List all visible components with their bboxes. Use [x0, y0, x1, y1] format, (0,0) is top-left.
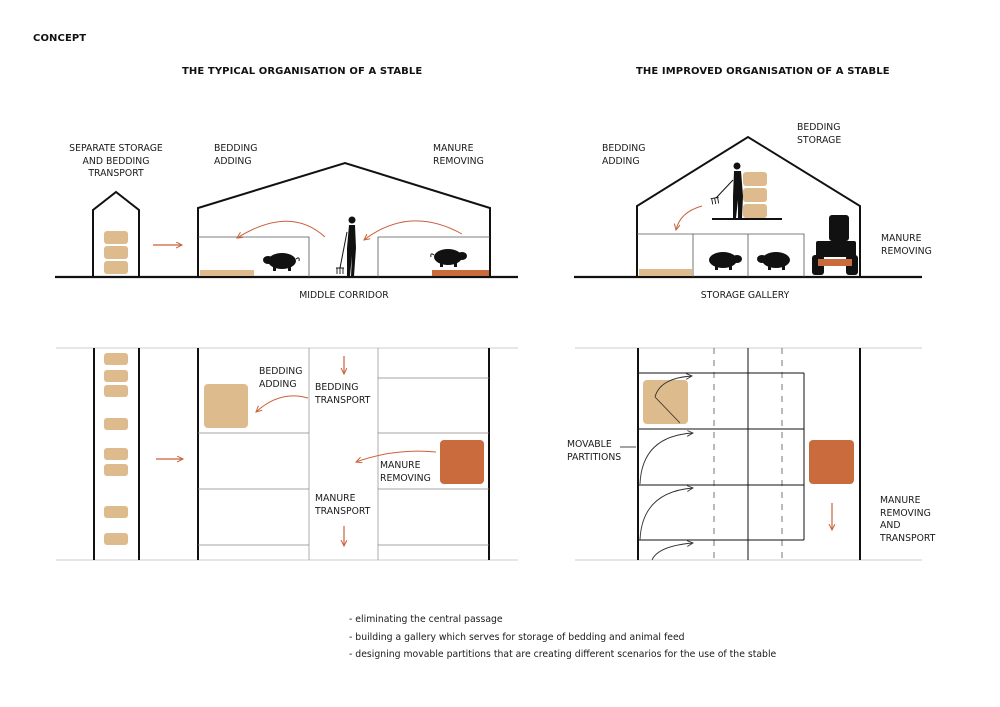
label-manure-removing-transport: MANURE REMOVING AND TRANSPORT [880, 495, 936, 544]
bedding-strip [200, 270, 254, 276]
manure-strip [432, 270, 489, 276]
improved-plan [575, 347, 922, 561]
typical-section [55, 161, 518, 279]
label-bedding-adding: BEDDING ADDING [214, 143, 258, 167]
manure-square [809, 440, 854, 484]
stable-outline [197, 161, 491, 277]
manure-removing-arrow [364, 220, 463, 240]
manure-removing-arrow [356, 450, 437, 462]
tractor-icon [812, 215, 858, 275]
concept-notes: - eliminating the central passage - buil… [349, 611, 776, 664]
farmer-icon [710, 162, 743, 218]
note-item: - designing movable partitions that are … [349, 649, 777, 660]
label-manure-removing: MANURE REMOVING [881, 233, 932, 257]
label-bedding-storage: BEDDING STORAGE [797, 122, 842, 146]
bale-stack [743, 172, 767, 218]
typical-plan [56, 347, 518, 561]
bedding-adding-arrow [256, 395, 309, 412]
typical-heading: THE TYPICAL ORGANISATION OF A STABLE [182, 66, 423, 77]
bedding-drop-arrow [676, 205, 703, 230]
bale-stack [104, 231, 128, 274]
note-item: - eliminating the central passage [349, 614, 503, 625]
pig-icon [430, 249, 467, 267]
pig-icon [709, 252, 742, 270]
page-title: CONCEPT [33, 33, 87, 44]
label-bedding-adding: BEDDING ADDING [259, 366, 303, 390]
label-manure-transport: MANURE TRANSPORT [315, 493, 371, 517]
bedding-square [643, 380, 688, 424]
caption-storage-gallery: STORAGE GALLERY [700, 290, 790, 301]
bedding-adding-arrow [237, 220, 326, 238]
label-manure-removing: MANURE REMOVING [380, 460, 431, 484]
stall-lines [198, 236, 490, 277]
improved-section [574, 135, 922, 279]
label-separate-storage: SEPARATE STORAGE AND BEDDING TRANSPORT [69, 143, 163, 179]
label-bedding-transport: BEDDING TRANSPORT [315, 382, 371, 406]
label-manure-removing: MANURE REMOVING [433, 143, 484, 167]
stall-lines [637, 233, 805, 277]
pig-icon [263, 253, 300, 271]
storage-building [92, 190, 140, 277]
bedding-square [204, 384, 248, 428]
farmer-icon [336, 216, 356, 276]
label-bedding-adding: BEDDING ADDING [602, 143, 646, 167]
manure-square [440, 440, 484, 484]
bedding-strip [639, 269, 692, 276]
movable-partitions [620, 376, 693, 561]
stable-outline [636, 135, 861, 277]
pig-icon [757, 252, 790, 270]
bale-column [104, 353, 128, 545]
improved-heading: THE IMPROVED ORGANISATION OF A STABLE [636, 66, 890, 77]
label-movable-partitions: MOVABLE PARTITIONS [567, 439, 622, 463]
caption-middle-corridor: MIDDLE CORRIDOR [299, 290, 389, 301]
note-item: - building a gallery which serves for st… [349, 631, 685, 643]
